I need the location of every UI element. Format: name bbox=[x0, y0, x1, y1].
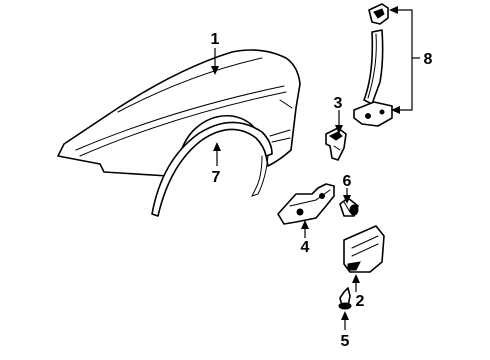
side-marker-part bbox=[343, 225, 385, 273]
callout-7: 7 bbox=[212, 169, 221, 186]
splash-shield-part bbox=[353, 3, 393, 127]
wheel-opening-molding-part bbox=[151, 121, 273, 217]
callout-6: 6 bbox=[343, 173, 352, 190]
leader-lines bbox=[211, 6, 420, 330]
fender-part bbox=[57, 49, 301, 177]
push-pin-part bbox=[338, 287, 352, 310]
fastener-part bbox=[339, 197, 359, 217]
bracket-clip-part bbox=[325, 127, 347, 161]
callout-4: 4 bbox=[301, 239, 310, 256]
mounting-bracket-part bbox=[277, 183, 335, 225]
callout-2: 2 bbox=[356, 293, 365, 310]
callout-5: 5 bbox=[341, 333, 350, 350]
callout-1: 1 bbox=[211, 31, 220, 48]
callout-3: 3 bbox=[334, 95, 343, 112]
callout-8: 8 bbox=[424, 51, 433, 68]
